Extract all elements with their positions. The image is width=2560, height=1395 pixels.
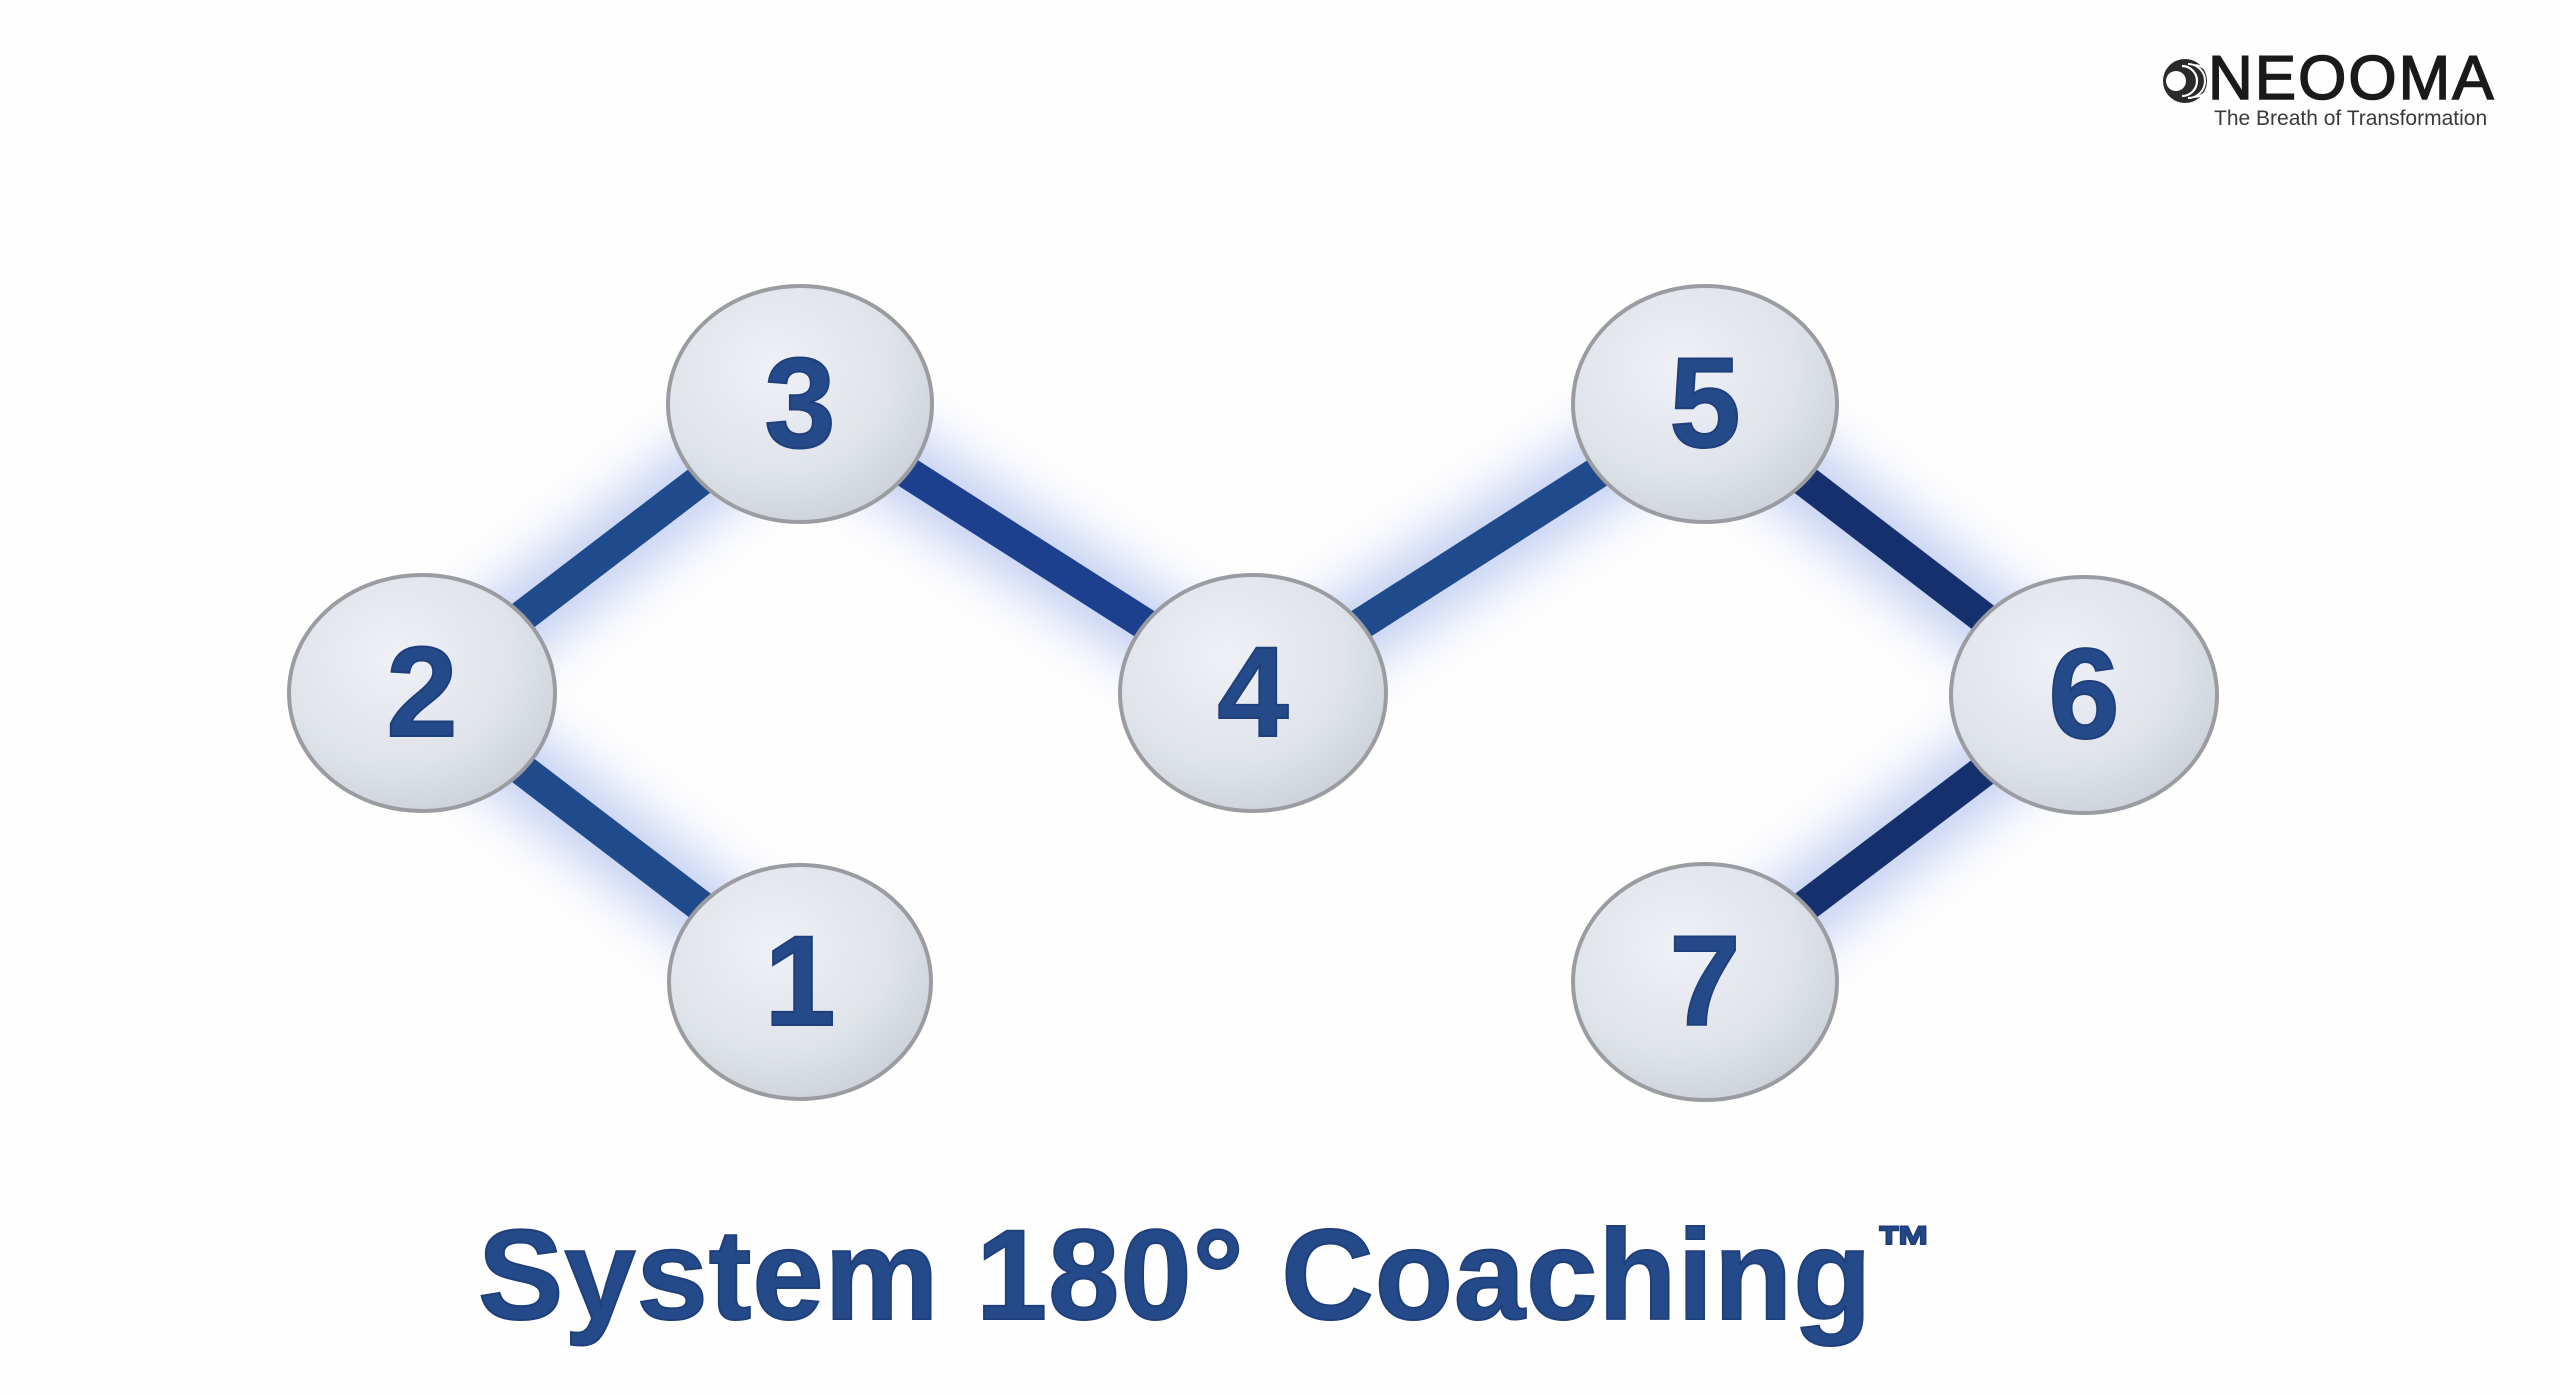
breath-waves-icon — [2163, 59, 2210, 103]
logo-tagline: The Breath of Transformation — [2214, 107, 2488, 130]
node-2-number: 2 — [385, 621, 458, 764]
node-3-number: 3 — [763, 332, 836, 475]
node-2-circle — [287, 573, 557, 813]
node-1-circle — [667, 863, 933, 1101]
node-4-number: 4 — [1216, 621, 1289, 764]
node-6-circle — [1949, 575, 2219, 815]
node-7-circle — [1571, 862, 1839, 1102]
diagram-title: System 180° Coaching™ — [477, 1211, 1934, 1341]
node-5-circle — [1571, 284, 1839, 524]
logo-wordmark: NEOOMA — [2207, 44, 2496, 113]
node-1-number: 1 — [763, 910, 836, 1053]
node-5-number: 5 — [1668, 332, 1741, 475]
neooma-logo: NEOOMA The Breath of Transformation — [2160, 47, 2556, 132]
title-text: System 180° Coaching — [477, 1204, 1873, 1347]
nodes — [287, 284, 2219, 1102]
node-3-circle — [666, 284, 934, 524]
node-6-number: 6 — [2047, 623, 2120, 766]
node-7-number: 7 — [1668, 910, 1741, 1053]
node-4-circle — [1118, 573, 1388, 813]
trademark-symbol: ™ — [1875, 1214, 1934, 1277]
